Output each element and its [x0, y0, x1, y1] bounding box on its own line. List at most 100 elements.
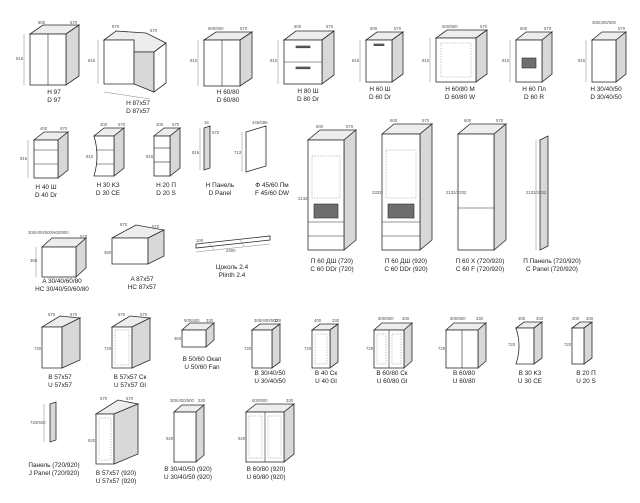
dim-label: 300/400/500/600/800 — [28, 230, 69, 235]
dim-label: 570 — [150, 28, 158, 33]
dim-label: 720 — [438, 346, 446, 351]
dim-label: 600/800 — [208, 26, 224, 31]
dim-label: 816 — [502, 58, 510, 63]
dim-label: 570 — [618, 26, 626, 31]
drawing-a30406080 — [35, 237, 88, 278]
caption-p60dsh720: П 60 ДШ (720)C 60 DDr (720) — [310, 258, 354, 273]
dim-label: 570 — [394, 26, 402, 31]
drawing-b304050920 — [172, 404, 206, 463]
dim-label: 200 — [156, 122, 164, 127]
dim-label: 816 — [422, 58, 430, 63]
dim-label: 570 — [152, 224, 160, 229]
dim-label: 720/920 — [30, 420, 46, 425]
dim-label: 570 — [480, 24, 488, 29]
dim-label: 570 — [70, 312, 78, 317]
dim-label: 570 — [544, 26, 552, 31]
drawing-b30k3 — [514, 321, 544, 365]
dim-label: 360 — [104, 250, 112, 255]
drawing-p60dsh920 — [380, 123, 434, 251]
dim-label: 816 — [20, 156, 28, 161]
drawing-b57x57920 — [94, 399, 140, 465]
dim-label: 570 — [100, 396, 108, 401]
dim-label: 2132 — [298, 196, 308, 201]
dim-label: 720 — [304, 346, 312, 351]
drawing-h80sh — [277, 30, 336, 85]
dim-label: 300 — [518, 316, 526, 321]
dim-label: 800 — [38, 20, 46, 25]
dim-label: 2132/2332 — [446, 190, 467, 195]
drawing-b57x57 — [40, 315, 82, 369]
dim-label: 330 — [586, 316, 594, 321]
drawing-bpanel — [43, 401, 57, 443]
drawing-f4560 — [241, 125, 267, 173]
dim-label: 330 — [536, 316, 544, 321]
dim-label: 570 — [240, 26, 248, 31]
dim-label: 570 — [80, 234, 88, 239]
dim-label: 870 — [112, 24, 120, 29]
dim-label: 360 — [30, 258, 38, 263]
drawing-p60x — [456, 123, 508, 251]
drawing-b6080sk — [372, 322, 414, 369]
dim-label: 720 — [564, 342, 572, 347]
dim-label: 816 — [86, 154, 94, 159]
dim-label: 600/800 — [252, 398, 268, 403]
caption-bpanel: Панель (720/920)J Panel (720/920) — [28, 462, 80, 477]
drawing-h97 — [23, 24, 81, 86]
dim-label: 720 — [34, 346, 42, 351]
caption-p60x: П 60 Х (720/920)C 60 F (720/920) — [455, 258, 505, 273]
dim-label: 330 — [476, 316, 484, 321]
drawing-a87x57 — [111, 224, 166, 265]
dim-label: 570 — [326, 24, 334, 29]
dim-label: 720 — [508, 342, 516, 347]
dim-label: 816 — [88, 58, 96, 63]
dim-label: 300 — [100, 122, 108, 127]
dim-label: 816 — [190, 58, 198, 63]
dim-label: 200 — [572, 316, 580, 321]
dim-label: 446/596 — [252, 120, 268, 125]
caption-b6080920: B 60/80 (920)U 60/80 (920) — [246, 466, 286, 481]
dim-label: 570 — [60, 126, 68, 131]
dim-label: 570 — [140, 312, 148, 317]
dim-label: 570 — [422, 118, 430, 123]
dim-label: 330 — [286, 398, 294, 403]
dim-label: 570 — [48, 312, 56, 317]
drawing-ppanel — [535, 135, 549, 251]
dim-label: 570 — [126, 396, 134, 401]
dim-label: 570 — [212, 130, 220, 135]
drawing-b57x57sk — [110, 315, 152, 369]
dim-label: 816 — [270, 58, 278, 63]
dim-label: 600 — [390, 118, 398, 123]
dim-label: 720 — [104, 346, 112, 351]
drawing-b20p — [570, 321, 594, 365]
dim-label: 300/400/500 — [592, 20, 616, 25]
drawing-h60pl — [509, 31, 554, 83]
dim-label: 2132/2332 — [526, 190, 547, 195]
dim-label: 400 — [314, 318, 322, 323]
dim-label: 713 — [234, 150, 242, 155]
drawing-b6080920 — [244, 403, 296, 463]
dim-label: 600 — [316, 124, 324, 129]
dim-label: 600/800 — [442, 24, 458, 29]
dim-label: 330 — [274, 318, 282, 323]
caption-ppanel: П Панель (720/920)C Panel (720/920) — [523, 258, 581, 273]
dim-label: 800 — [294, 24, 302, 29]
dim-label: 816 — [352, 58, 360, 63]
drawing-hpanel — [199, 125, 211, 171]
